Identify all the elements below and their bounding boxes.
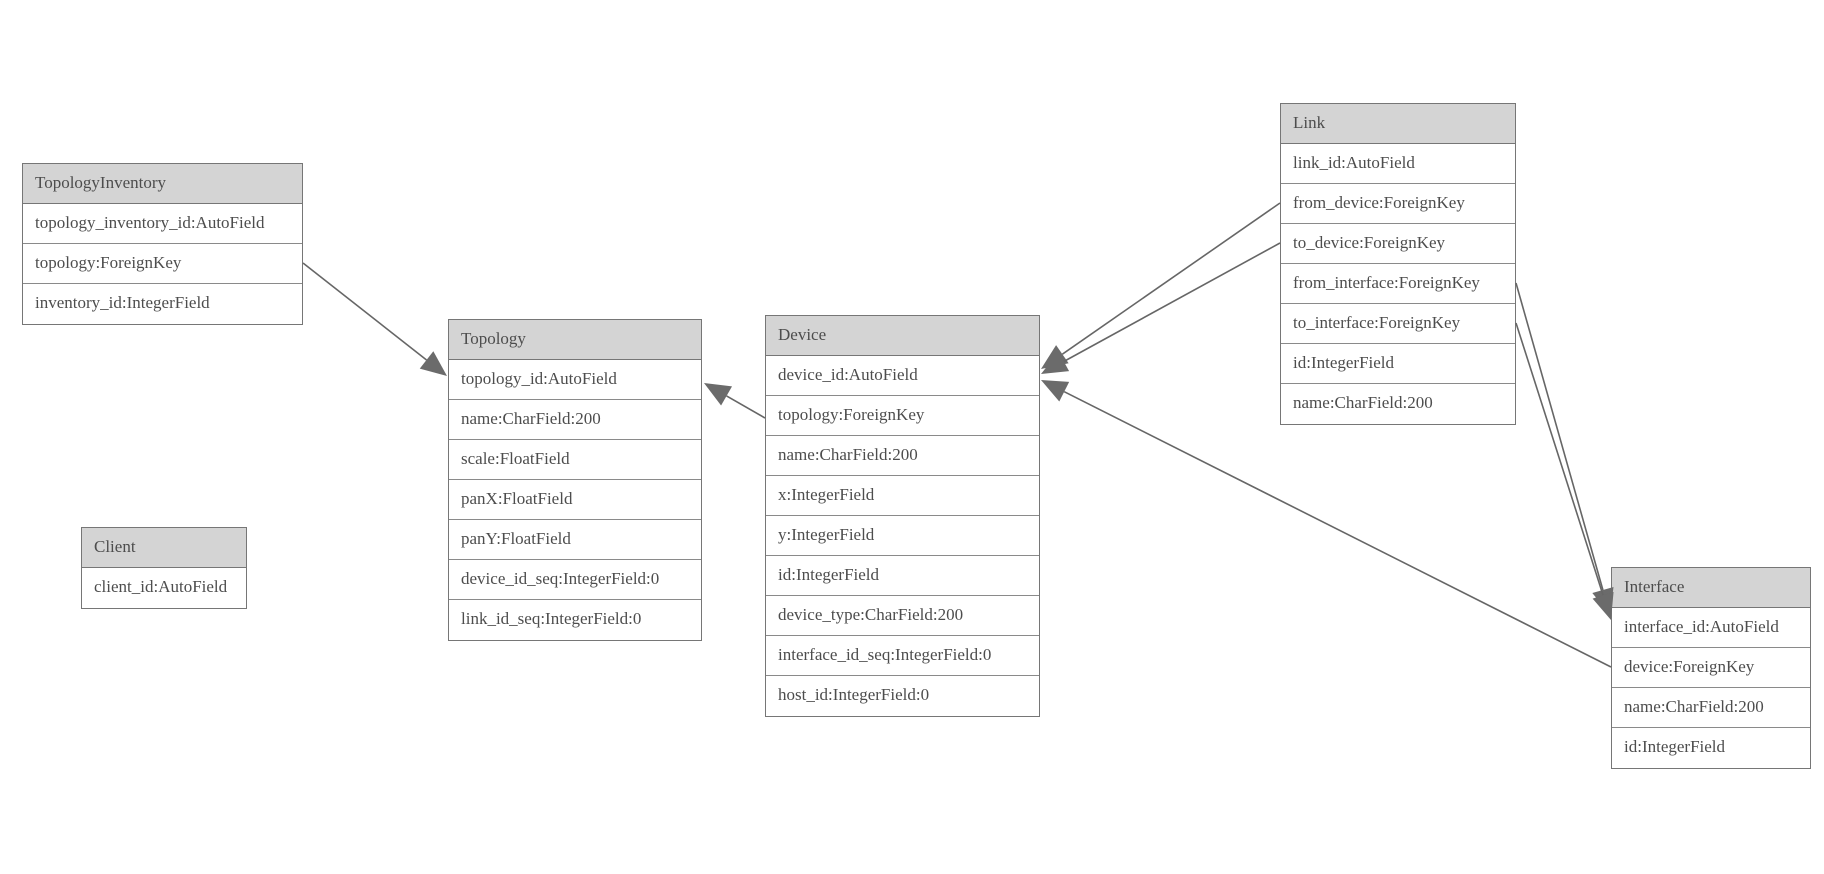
relationship-device-topology-to-topology	[704, 383, 766, 419]
relationship-line	[1063, 390, 1612, 668]
entity-field-row: name:CharField:200	[1612, 688, 1810, 728]
relationship-line	[1061, 202, 1281, 355]
entity-field-row: link_id_seq:IntegerField:0	[449, 600, 701, 640]
entity-header-device: Device	[766, 316, 1039, 356]
relationship-line	[1515, 322, 1604, 596]
arrowhead-icon	[1041, 351, 1070, 374]
entity-field-row: topology:ForeignKey	[766, 396, 1039, 436]
relationship-topologyinventory-topology-to-topology	[302, 262, 447, 376]
entity-header-interface: Interface	[1612, 568, 1810, 608]
entity-field-row: interface_id_seq:IntegerField:0	[766, 636, 1039, 676]
entity-header-topology: Topology	[449, 320, 701, 360]
entity-field-row: id:IntegerField	[1281, 344, 1515, 384]
entity-field-row: topology_inventory_id:AutoField	[23, 204, 302, 244]
entity-field-row: from_device:ForeignKey	[1281, 184, 1515, 224]
entity-field-row: panY:FloatField	[449, 520, 701, 560]
entity-header-topologyinventory: TopologyInventory	[23, 164, 302, 204]
entity-field-row: to_device:ForeignKey	[1281, 224, 1515, 264]
entity-header-client: Client	[82, 528, 246, 568]
entity-field-row: client_id:AutoField	[82, 568, 246, 608]
entity-field-row: device_type:CharField:200	[766, 596, 1039, 636]
relationship-line	[1515, 282, 1604, 591]
relationship-link-to_interface-to-interface	[1515, 322, 1614, 620]
entity-field-row: device_id:AutoField	[766, 356, 1039, 396]
entity-field-row: y:IntegerField	[766, 516, 1039, 556]
entity-field-row: id:IntegerField	[766, 556, 1039, 596]
relationship-line	[1063, 242, 1281, 363]
relationship-link-from_device-to-device	[1041, 202, 1281, 369]
relationship-line	[302, 262, 428, 361]
arrowhead-icon	[1041, 345, 1069, 369]
entity-field-row: interface_id:AutoField	[1612, 608, 1810, 648]
entity-field-row: to_interface:ForeignKey	[1281, 304, 1515, 344]
entity-field-row: host_id:IntegerField:0	[766, 676, 1039, 716]
entity-field-row: inventory_id:IntegerField	[23, 284, 302, 324]
arrowhead-icon	[1041, 380, 1070, 402]
arrowhead-icon	[419, 351, 447, 376]
entity-field-row: device:ForeignKey	[1612, 648, 1810, 688]
entity-field-row: scale:FloatField	[449, 440, 701, 480]
entity-field-row: device_id_seq:IntegerField:0	[449, 560, 701, 600]
entity-field-row: topology_id:AutoField	[449, 360, 701, 400]
entity-field-row: topology:ForeignKey	[23, 244, 302, 284]
entity-header-link: Link	[1281, 104, 1515, 144]
arrowhead-icon	[704, 383, 733, 406]
relationship-line	[726, 395, 766, 419]
entity-field-row: link_id:AutoField	[1281, 144, 1515, 184]
entity-field-row: name:CharField:200	[449, 400, 701, 440]
entity-field-row: name:CharField:200	[766, 436, 1039, 476]
entity-field-row: name:CharField:200	[1281, 384, 1515, 424]
entity-field-row: panX:FloatField	[449, 480, 701, 520]
relationship-link-to_device-to-device	[1041, 242, 1281, 374]
relationship-link-from_interface-to-interface	[1515, 282, 1614, 615]
entity-field-row: from_interface:ForeignKey	[1281, 264, 1515, 304]
entity-field-row: id:IntegerField	[1612, 728, 1810, 768]
entity-field-row: x:IntegerField	[766, 476, 1039, 516]
